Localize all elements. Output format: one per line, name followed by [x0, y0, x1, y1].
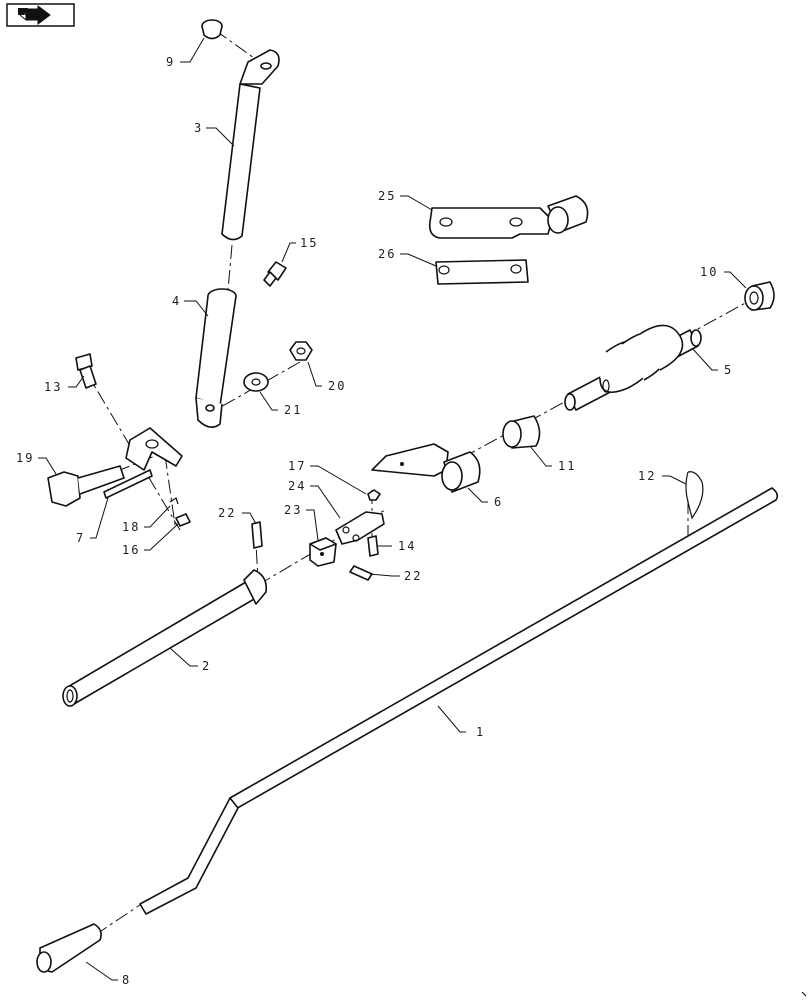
part-22a-pin[interactable] — [251, 521, 263, 549]
callout-22b: 22 — [404, 569, 422, 583]
callout-5: 5 — [724, 363, 733, 377]
callout-13: 13 — [44, 380, 62, 394]
part-22b-pin[interactable] — [349, 565, 373, 581]
part-23-block[interactable] — [309, 537, 337, 567]
callout-26: 26 — [378, 247, 396, 261]
centerlines — [69, 29, 761, 936]
next-page-button[interactable] — [4, 3, 76, 29]
part-16-nut[interactable] — [175, 513, 191, 527]
leader-lines — [38, 37, 747, 981]
callout-22a: 22 — [218, 506, 236, 520]
callout-21: 21 — [284, 403, 302, 417]
callout-20: 20 — [328, 379, 346, 393]
part-8-knob[interactable] — [36, 923, 102, 973]
part-10-bushing[interactable] — [744, 281, 775, 311]
callout-6: 6 — [494, 495, 503, 509]
part-25-bracket[interactable] — [428, 195, 589, 239]
callout-25: 25 — [378, 189, 396, 203]
corner-mark — [801, 991, 807, 997]
callout-10: 10 — [700, 265, 718, 279]
callout-12: 12 — [638, 469, 656, 483]
part-4-tube[interactable] — [195, 288, 237, 428]
part-6-bracket[interactable] — [371, 443, 481, 493]
next-page-icon — [6, 3, 75, 27]
callout-14: 14 — [398, 539, 416, 553]
part-24-clevis[interactable] — [335, 511, 385, 545]
callout-1: 1 — [476, 725, 485, 739]
part-12-pin[interactable] — [685, 471, 704, 520]
callout-23: 23 — [284, 503, 302, 517]
callout-labels: 1 2 3 4 5 6 7 8 9 10 11 12 13 14 15 16 1… — [16, 55, 733, 987]
part-20-nut[interactable] — [289, 341, 313, 361]
part-11-bushing[interactable] — [502, 415, 541, 449]
callout-17: 17 — [288, 459, 306, 473]
callout-4: 4 — [172, 294, 181, 308]
callout-9: 9 — [166, 55, 175, 69]
part-21-washer[interactable] — [243, 372, 269, 392]
part-5-shaft-spring[interactable] — [564, 324, 702, 411]
part-14-bolt[interactable] — [367, 535, 379, 557]
part-26-plate[interactable] — [435, 259, 529, 285]
callout-24: 24 — [288, 479, 306, 493]
part-7-bracket[interactable] — [103, 427, 183, 499]
callout-18: 18 — [122, 520, 140, 534]
part-2-rod[interactable] — [62, 569, 268, 707]
part-13-bolt[interactable] — [75, 353, 97, 389]
callout-15: 15 — [300, 236, 318, 250]
callout-19: 19 — [16, 451, 34, 465]
callout-7: 7 — [76, 531, 85, 545]
part-15-fitting[interactable] — [263, 261, 287, 287]
part-19-bolt[interactable] — [47, 465, 125, 507]
part-1-rod[interactable] — [139, 487, 779, 915]
callout-11: 11 — [558, 459, 576, 473]
callout-16: 16 — [122, 543, 140, 557]
part-3-tube[interactable] — [221, 49, 280, 241]
part-9-cap[interactable] — [201, 19, 223, 40]
part-18-pin[interactable] — [169, 497, 179, 505]
callout-8: 8 — [122, 973, 131, 987]
callout-2: 2 — [202, 659, 211, 673]
callout-3: 3 — [194, 121, 203, 135]
part-17-nut[interactable] — [367, 489, 381, 501]
